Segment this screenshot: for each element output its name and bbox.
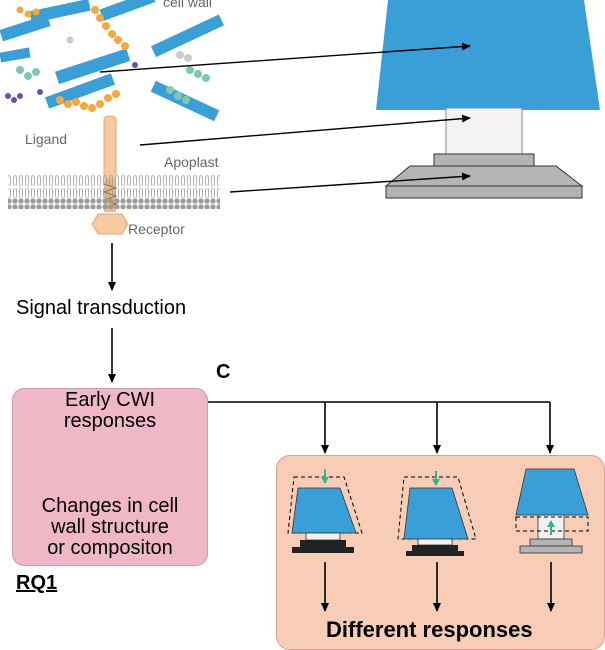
different-responses-label: Different responses [326, 617, 533, 642]
response-models [287, 468, 589, 612]
plasma-membrane [8, 175, 220, 209]
early-cwi-line-1: Early CWI [65, 389, 155, 411]
response-model-1 [287, 469, 363, 553]
early-responses-box [12, 388, 208, 566]
signal-transduction-label: Signal transduction [16, 297, 187, 319]
panel-c-label: C [216, 361, 231, 383]
mapping-arrows [99, 42, 471, 193]
changes-text: Changes in cell wall structure or compos… [12, 496, 208, 559]
changes-line-3: or compositon [47, 537, 173, 559]
rq1-label: RQ1 [16, 572, 58, 594]
cell-wall-label: cell wall [163, 0, 213, 10]
cell-wall-illustration [0, 0, 224, 122]
early-cwi-line-2: responses [63, 410, 157, 432]
changes-line-2: wall structure [51, 516, 169, 538]
receptor-label: Receptor [128, 221, 185, 237]
ligand-label: Ligand [25, 131, 68, 147]
early-cwi-text: Early CWI responses [12, 390, 208, 432]
wall-model-large [376, 0, 600, 199]
response-model-2 [397, 471, 477, 556]
changes-line-1: Changes in cell [41, 495, 179, 517]
response-arrows [321, 562, 555, 612]
apoplast-label: Apoplast [164, 154, 219, 170]
response-model-3 [515, 468, 589, 554]
